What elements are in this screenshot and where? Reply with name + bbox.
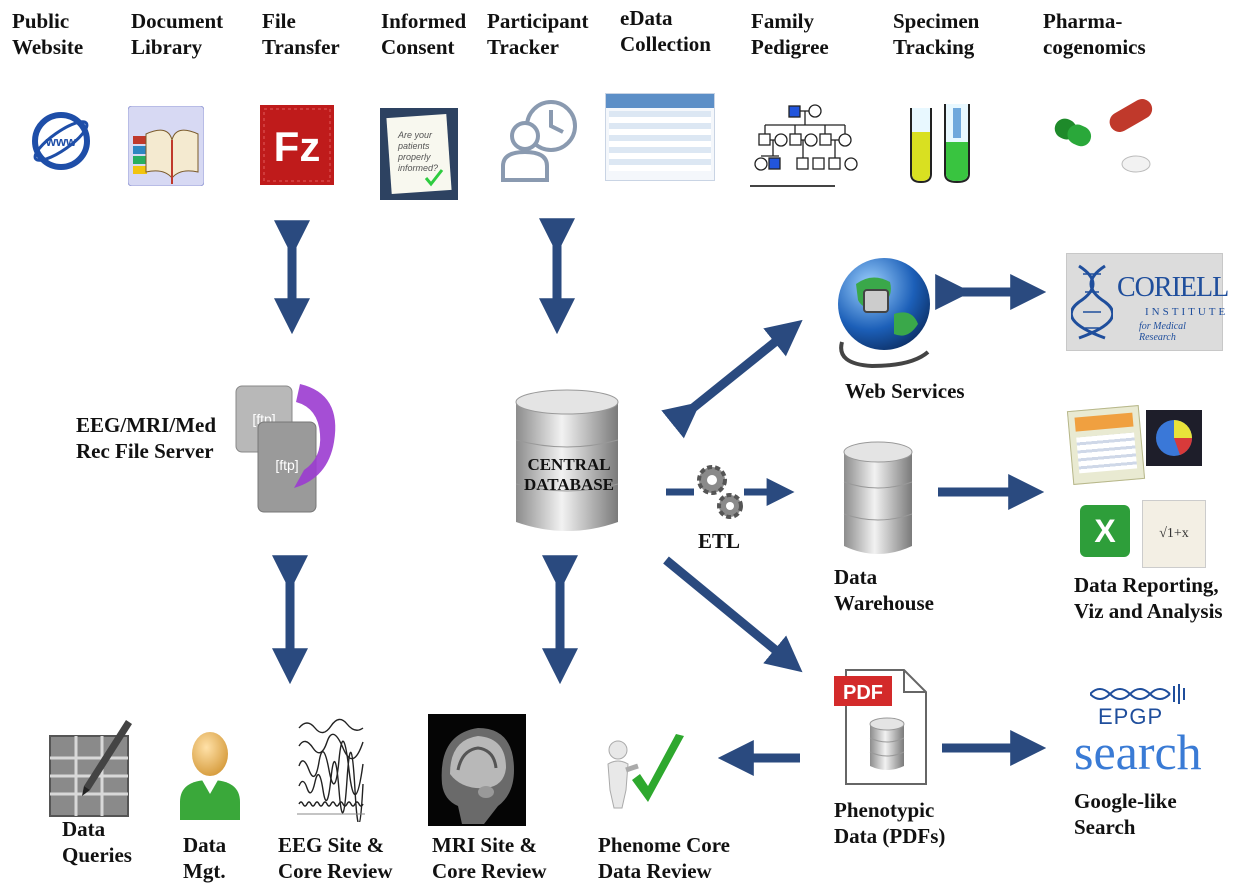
central-database-icon	[515, 389, 619, 531]
svg-text:patients: patients	[397, 141, 430, 151]
pedigree-chart-icon	[750, 104, 858, 187]
svg-text:Are your: Are your	[397, 130, 433, 140]
label-eeg-review: EEG Site &Core Review	[278, 833, 393, 883]
excel-icon: X	[1080, 505, 1130, 557]
svg-text:Fz: Fz	[274, 123, 321, 170]
pie-chart-icon	[1146, 410, 1202, 466]
data-warehouse-icon	[843, 441, 913, 554]
ftp-server-icon: [ftp] [ftp]	[235, 384, 336, 513]
reports-collage-icon	[1066, 405, 1146, 485]
svg-text:[ftp]: [ftp]	[275, 457, 298, 473]
label-etl: ETL	[698, 529, 741, 553]
svg-text:informed?: informed?	[398, 163, 438, 173]
arrow-centraldb-webservices	[661, 319, 803, 439]
test-tubes-icon	[910, 104, 970, 184]
dna-helix-icon	[1071, 264, 1113, 340]
svg-text:PDF: PDF	[843, 682, 883, 704]
pdf-document-icon: PDF	[834, 669, 927, 785]
person-clock-icon	[501, 100, 577, 182]
coriell-name: CORIELL	[1117, 272, 1229, 303]
www-globe-icon: www	[32, 112, 90, 170]
coriell-subtitle: for Medical Research	[1139, 321, 1186, 343]
label-data-reporting: Data Reporting,Viz and Analysis	[1074, 573, 1223, 623]
books-icon	[128, 106, 204, 186]
gears-icon	[697, 465, 743, 519]
coriell-institute: INSTITUTE	[1145, 306, 1229, 318]
pills-icon	[1054, 98, 1153, 173]
person-checkmark-icon	[607, 734, 684, 809]
label-web-services: Web Services	[845, 379, 965, 403]
filezilla-icon: Fz	[260, 105, 334, 185]
search-logo-text: search	[1074, 724, 1202, 780]
label-mri-review: MRI Site &Core Review	[432, 833, 547, 883]
svg-text:www: www	[45, 134, 77, 149]
person-avatar-icon	[180, 732, 240, 820]
arrow-centraldb-pdfs	[663, 556, 803, 673]
notepad-icon: Are your patients properly informed?	[380, 108, 458, 200]
grid-pencil-icon	[49, 720, 132, 817]
svg-text:properly: properly	[397, 152, 431, 162]
coriell-logo: CORIELL INSTITUTE for Medical Research	[1066, 253, 1229, 351]
mri-scan-icon	[428, 714, 526, 826]
eeg-waves-icon	[297, 718, 365, 822]
label-pharmacogenomics: Pharma-cogenomics	[1043, 9, 1146, 59]
web-services-globe-icon	[838, 258, 930, 369]
epgp-logo-text: EPGP	[1098, 704, 1164, 729]
form-table-icon	[605, 93, 715, 181]
epgp-dna-icon	[1090, 684, 1185, 704]
formula-icon: √1+x	[1142, 500, 1206, 568]
